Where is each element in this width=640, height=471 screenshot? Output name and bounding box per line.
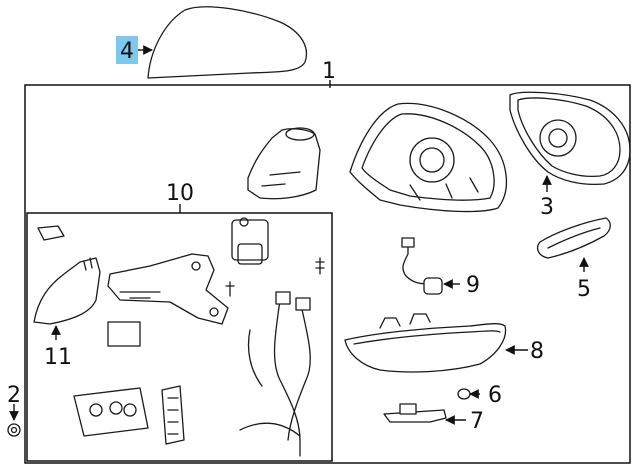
callout-10: 10 [166, 181, 194, 206]
callout-8: 8 [530, 339, 544, 364]
lower-trim-part [344, 313, 507, 373]
switch-panel-part [73, 387, 149, 437]
harness-part [239, 291, 311, 457]
gasket-part [107, 321, 141, 347]
mirror-arm-part [247, 127, 321, 200]
screw-part [225, 257, 325, 297]
mirror-glass-part [509, 91, 631, 186]
lamp-module-part [383, 403, 447, 423]
callout-11: 11 [44, 345, 72, 370]
assembly-frame [24, 84, 631, 464]
callout-5: 5 [577, 277, 591, 302]
turn-signal-lens-part [537, 217, 611, 259]
sensor-wire-part [401, 237, 443, 295]
grommet-part [7, 423, 21, 437]
callout-9: 9 [466, 273, 480, 298]
mirror-housing-part [349, 102, 508, 213]
mirror-cover-part [147, 6, 307, 79]
connector-block-part [161, 385, 185, 445]
callout-1: 1 [322, 59, 336, 84]
subassembly-frame [26, 212, 333, 462]
bracket-part [107, 253, 229, 325]
inner-cover-part [33, 257, 101, 325]
callout-7: 7 [470, 409, 484, 434]
bulb-part [457, 388, 471, 400]
motor-part [231, 217, 269, 265]
callout-6: 6 [488, 383, 502, 408]
callout-4: 4 [120, 39, 134, 64]
callout-2: 2 [7, 383, 21, 408]
callout-3: 3 [540, 195, 554, 220]
callout-4-highlight [116, 36, 138, 64]
clip-part [37, 225, 65, 241]
